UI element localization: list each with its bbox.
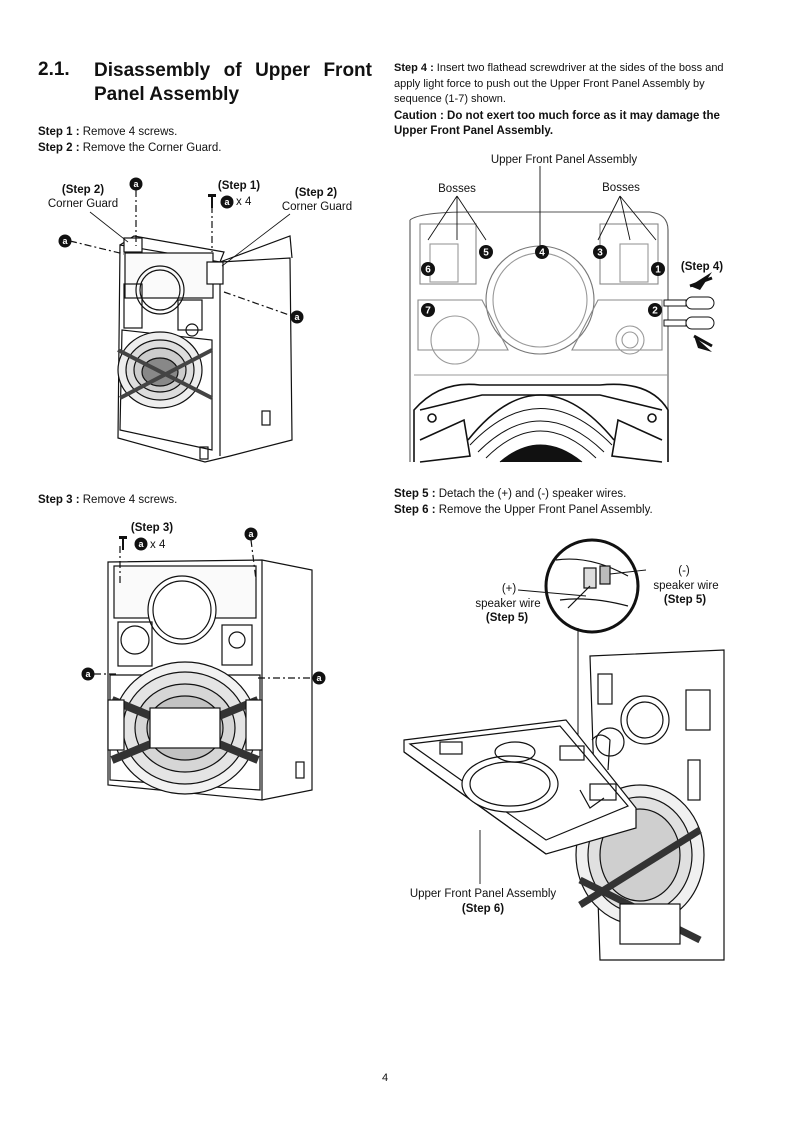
fig3-step4-label: (Step 4) xyxy=(680,261,724,273)
fig2-step3-label: (Step 3) xyxy=(130,522,174,534)
fig1-step1-label: (Step 1) xyxy=(217,180,261,192)
svg-text:a: a xyxy=(133,179,139,189)
boss-number-4-icon xyxy=(535,245,549,259)
push-arrow-icon xyxy=(689,272,713,352)
svg-text:a: a xyxy=(85,669,91,679)
step-1-label: Step 1 : xyxy=(38,126,80,138)
section-number: 2.1. xyxy=(38,59,70,80)
section-title-line2: Panel Assembly xyxy=(94,84,240,105)
step-3: Step 3 : Remove 4 screws. xyxy=(38,492,177,508)
fig4-plus-wire-label: speaker wire xyxy=(475,598,541,610)
boss-number-5-icon xyxy=(479,245,493,259)
step-6-text: Remove the Upper Front Panel Assembly. xyxy=(435,504,653,516)
section-title: Disassembly of Upper Front Panel Assembl… xyxy=(94,59,372,107)
fig3-title-label: Upper Front Panel Assembly xyxy=(490,154,638,166)
fig4-assembly-label: Upper Front Panel Assembly xyxy=(409,888,557,900)
step-3-label: Step 3 : xyxy=(38,494,80,506)
step-3-text: Remove 4 screws. xyxy=(79,494,178,506)
fig1-step2-right-label: (Step 2) xyxy=(294,187,338,199)
step-2-label: Step 2 : xyxy=(38,142,80,154)
marker-a-icon xyxy=(220,195,234,209)
fig1-corner-guard-left-label: Corner Guard xyxy=(47,198,119,210)
svg-text:a: a xyxy=(248,529,254,539)
page-number: 4 xyxy=(381,1072,389,1084)
step-5: Step 5 : Detach the (+) and (-) speaker … xyxy=(394,486,626,502)
fig1-corner-guard-right-label: Corner Guard xyxy=(281,201,353,213)
svg-text:a: a xyxy=(294,312,300,322)
fig4-plus-label: (+) xyxy=(501,583,517,595)
marker-a-icon xyxy=(290,310,304,324)
boss-number-6-icon xyxy=(421,262,435,276)
boss-number-2-label: 2 xyxy=(652,306,658,317)
fig1-screw-count: x 4 xyxy=(236,196,252,208)
caution-note: Caution : Do not exert too much force as… xyxy=(394,110,720,137)
fig3-bosses-right-label: Bosses xyxy=(602,182,640,194)
svg-text:a: a xyxy=(62,236,68,246)
boss-number-7-label: 7 xyxy=(425,306,431,317)
step-5-label: Step 5 : xyxy=(394,488,436,500)
boss-number-2-icon xyxy=(648,303,662,317)
fig4-assembly-step-label: (Step 6) xyxy=(461,903,505,915)
step-4-label: Step 4 : xyxy=(394,62,434,74)
fig2-screw-count: x 4 xyxy=(150,539,166,551)
fig4-minus-step-label: (Step 5) xyxy=(663,594,707,606)
boss-number-1-icon xyxy=(651,262,665,276)
svg-text:a: a xyxy=(138,539,144,549)
svg-text:a: a xyxy=(316,673,322,683)
section-title-line1: Disassembly of Upper Front xyxy=(94,60,372,81)
boss-number-4-label: 4 xyxy=(539,248,545,259)
step-2: Step 2 : Remove the Corner Guard. xyxy=(38,140,221,156)
step-1-text: Remove 4 screws. xyxy=(79,126,178,138)
boss-number-5-label: 5 xyxy=(483,248,489,259)
boss-number-1-label: 1 xyxy=(655,265,661,276)
marker-a-icon xyxy=(134,537,148,551)
marker-a-icon xyxy=(312,671,326,685)
step-5-text: Detach the (+) and (-) speaker wires. xyxy=(435,488,627,500)
boss-number-3-icon xyxy=(593,245,607,259)
svg-text:a: a xyxy=(224,197,230,207)
screw-icon xyxy=(208,194,216,208)
marker-a-icon xyxy=(81,667,95,681)
step-2-text: Remove the Corner Guard. xyxy=(79,142,222,154)
marker-a-icon xyxy=(244,527,258,541)
fig3-bosses-left-label: Bosses xyxy=(438,183,476,195)
step-4: Step 4 : Insert two flathead screwdriver… xyxy=(394,61,730,108)
boss-number-7-icon xyxy=(421,303,435,317)
fig1-step2-left-label: (Step 2) xyxy=(61,184,105,196)
step-1: Step 1 : Remove 4 screws. xyxy=(38,124,177,140)
step-6: Step 6 : Remove the Upper Front Panel As… xyxy=(394,502,653,518)
marker-a-icon xyxy=(129,177,143,191)
step-4-text: Insert two flathead screwdriver at the s… xyxy=(394,62,724,105)
fig4-minus-label: (-) xyxy=(678,565,690,577)
screwdriver-icon xyxy=(663,296,715,330)
boss-number-6-label: 6 xyxy=(425,265,431,276)
fig4-minus-wire-label: speaker wire xyxy=(653,580,719,592)
screw-icon xyxy=(119,536,127,550)
marker-a-icon xyxy=(58,234,72,248)
fig4-plus-step-label: (Step 5) xyxy=(485,612,529,624)
step-6-label: Step 6 : xyxy=(394,504,436,516)
boss-number-3-label: 3 xyxy=(597,248,603,259)
